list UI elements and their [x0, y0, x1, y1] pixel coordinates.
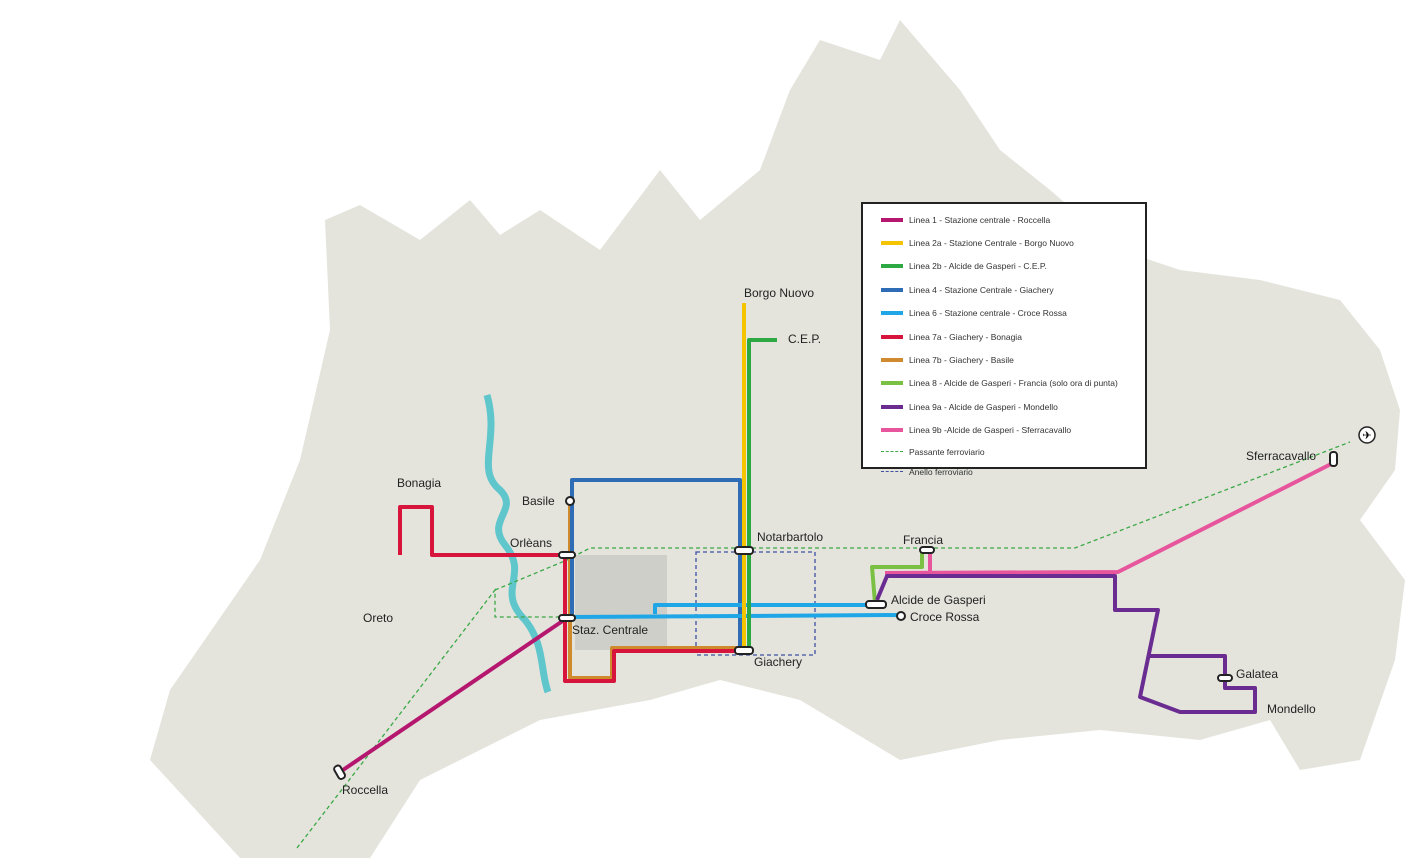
legend-swatch — [881, 404, 903, 409]
legend-swatch — [881, 287, 903, 292]
legend-label: Linea 1 - Stazione centrale - Roccella — [909, 214, 1051, 225]
legend-label: Linea 8 - Alcide de Gasperi - Francia (s… — [909, 378, 1118, 389]
label-giachery: Giachery — [754, 655, 802, 669]
land-area — [150, 20, 1405, 858]
line-4 — [570, 478, 742, 650]
svg-text:✈: ✈ — [1362, 430, 1371, 442]
legend-swatch — [881, 451, 903, 453]
label-staz-centrale: Staz. Centrale — [572, 623, 648, 637]
port-area — [575, 555, 667, 650]
legend-label: Anello ferroviario — [909, 466, 973, 477]
label-notarbartolo: Notarbartolo — [757, 530, 823, 544]
legend-item: Linea 2b - Alcide de Gasperi - C.E.P. — [881, 255, 1145, 278]
legend-swatch — [881, 217, 903, 222]
label-orleans: Orlèans — [510, 536, 552, 550]
label-cep: C.E.P. — [788, 332, 821, 346]
legend-item: Linea 9b -Alcide de Gasperi - Sferracava… — [881, 419, 1145, 442]
legend-item: Linea 1 - Stazione centrale - Roccella — [881, 208, 1145, 231]
legend-item: Linea 6 - Stazione centrale - Croce Ross… — [881, 302, 1145, 325]
legend-label: Linea 2b - Alcide de Gasperi - C.E.P. — [909, 261, 1047, 272]
label-borgo-nuovo: Borgo Nuovo — [744, 286, 814, 300]
label-roccella: Roccella — [342, 783, 388, 797]
legend-label: Passante ferroviario — [909, 446, 985, 457]
legend-swatch — [881, 428, 903, 433]
river — [483, 394, 552, 694]
line-8 — [870, 550, 924, 604]
legend-swatch — [881, 241, 903, 246]
line-1 — [338, 616, 569, 774]
airport-icon: ✈ — [1358, 426, 1376, 444]
legend-swatch — [881, 358, 903, 363]
legend-label: Linea 4 - Stazione Centrale - Giachery — [909, 284, 1054, 295]
legend-item: Linea 4 - Stazione Centrale - Giachery — [881, 278, 1145, 301]
legend-item: Anello ferroviario — [881, 462, 1145, 482]
passante-ferroviario — [296, 441, 1351, 849]
legend-swatch — [881, 334, 903, 339]
legend-item: Linea 8 - Alcide de Gasperi - Francia (s… — [881, 372, 1145, 395]
legend-label: Linea 6 - Stazione centrale - Croce Ross… — [909, 308, 1067, 319]
legend-label: Linea 7b - Giachery - Basile — [909, 355, 1014, 366]
legend-label: Linea 9b -Alcide de Gasperi - Sferracava… — [909, 425, 1072, 436]
line-6 — [566, 603, 901, 619]
legend-swatch — [881, 471, 903, 473]
legend-item: Linea 2a - Stazione Centrale - Borgo Nuo… — [881, 231, 1145, 254]
label-alcide: Alcide de Gasperi — [891, 593, 986, 607]
legend-swatch — [881, 311, 903, 316]
legend-label: Linea 2a - Stazione Centrale - Borgo Nuo… — [909, 238, 1074, 249]
label-francia: Francia — [903, 533, 943, 547]
label-galatea: Galatea — [1236, 667, 1278, 681]
label-oreto: Oreto — [363, 611, 393, 625]
legend-label: Linea 9a - Alcide de Gasperi - Mondello — [909, 401, 1058, 412]
line-9a — [875, 574, 1257, 714]
legend-item: Linea 7b - Giachery - Basile — [881, 348, 1145, 371]
legend-item: Passante ferroviario — [881, 442, 1145, 462]
label-sferracavallo: Sferracavallo — [1246, 449, 1316, 463]
legend-item: Linea 7a - Giachery - Bonagia — [881, 325, 1145, 348]
label-basile: Basile — [522, 494, 555, 508]
legend-item: Linea 9a - Alcide de Gasperi - Mondello — [881, 395, 1145, 418]
label-mondello: Mondello — [1267, 702, 1316, 716]
label-bonagia: Bonagia — [397, 476, 441, 490]
station-markers — [333, 451, 1338, 780]
legend-label: Linea 7a - Giachery - Bonagia — [909, 331, 1022, 342]
legend-swatch — [881, 381, 903, 386]
label-croce-rossa: Croce Rossa — [910, 610, 980, 624]
legend-swatch — [881, 264, 903, 269]
